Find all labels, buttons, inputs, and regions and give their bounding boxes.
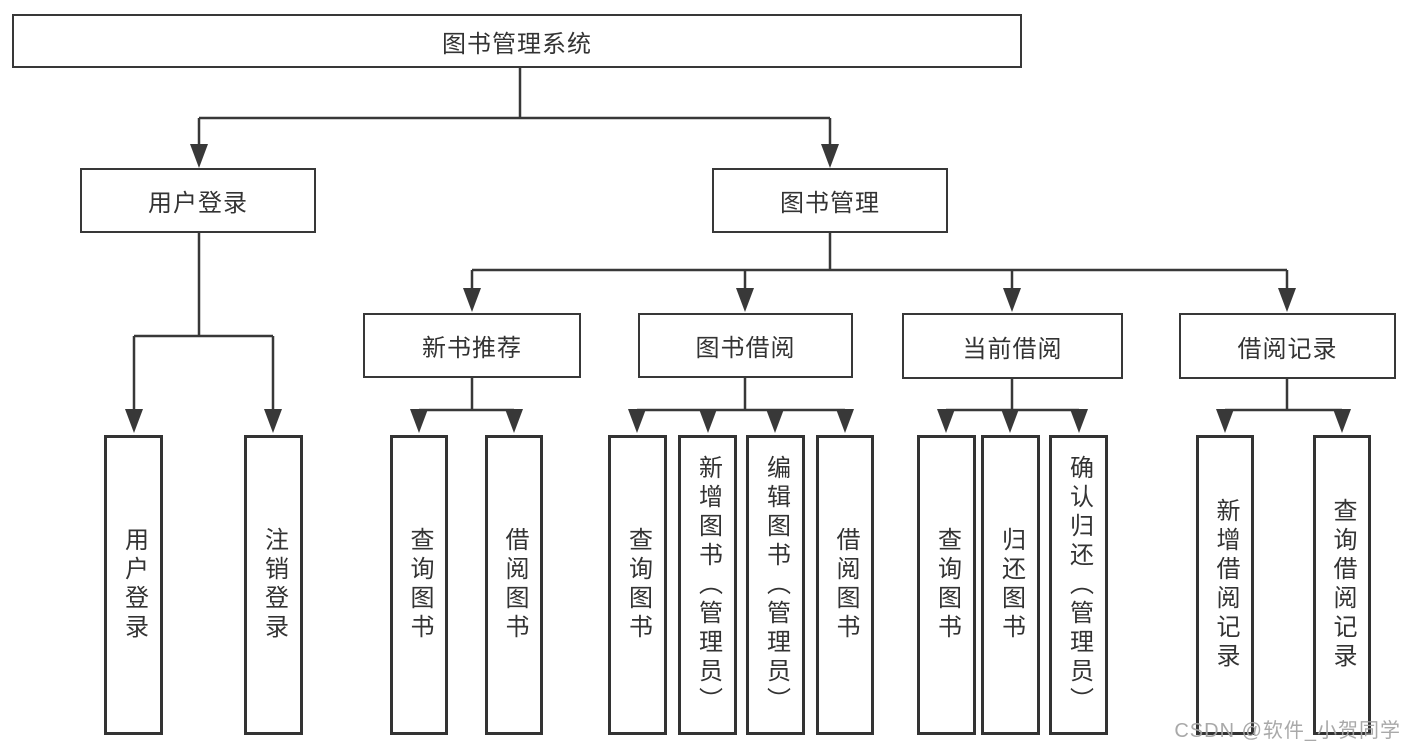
node-root-system: 图书管理系统 bbox=[12, 14, 1022, 68]
node-label: 新增借阅记录 bbox=[1212, 498, 1239, 672]
leaf-return-books: 归还图书 bbox=[981, 435, 1040, 735]
node-label: 查询图书 bbox=[624, 527, 652, 643]
node-label: 确认归还（管理员） bbox=[1065, 454, 1093, 716]
leaf-logout: 注销登录 bbox=[244, 435, 303, 735]
node-label: 图书管理 bbox=[780, 190, 880, 217]
node-label: 编辑图书（管理员） bbox=[762, 454, 790, 716]
leaf-query-books-3: 查询图书 bbox=[917, 435, 976, 735]
node-label: 用户登录 bbox=[120, 527, 148, 643]
leaf-edit-books-admin: 编辑图书（管理员） bbox=[746, 435, 805, 735]
node-label: 借阅图书 bbox=[832, 527, 859, 643]
csdn-watermark: CSDN @软件_小贺同学 bbox=[1174, 720, 1401, 742]
leaf-query-books-2: 查询图书 bbox=[608, 435, 667, 735]
node-label: 新增图书（管理员） bbox=[694, 454, 722, 716]
node-book-management: 图书管理 bbox=[712, 168, 948, 233]
node-label: 图书借阅 bbox=[695, 335, 796, 362]
leaf-add-borrow-record: 新增借阅记录 bbox=[1196, 435, 1254, 735]
leaf-query-borrow-record: 查询借阅记录 bbox=[1313, 435, 1371, 735]
node-new-book-recommend: 新书推荐 bbox=[363, 313, 581, 378]
node-borrowing-records: 借阅记录 bbox=[1179, 313, 1396, 379]
leaf-user-login: 用户登录 bbox=[104, 435, 163, 735]
node-label: 新书推荐 bbox=[422, 335, 522, 362]
node-label: 用户登录 bbox=[148, 190, 248, 217]
node-book-borrowing: 图书借阅 bbox=[638, 313, 853, 378]
node-label: 借阅图书 bbox=[501, 527, 528, 643]
node-label: 查询图书 bbox=[406, 527, 433, 643]
node-label: 查询图书 bbox=[933, 527, 961, 643]
node-user-login-branch: 用户登录 bbox=[80, 168, 316, 233]
leaf-borrow-books-1: 借阅图书 bbox=[485, 435, 543, 735]
leaf-query-books-1: 查询图书 bbox=[390, 435, 448, 735]
leaf-borrow-books-2: 借阅图书 bbox=[816, 435, 874, 735]
node-current-borrowing: 当前借阅 bbox=[902, 313, 1123, 379]
node-label: 注销登录 bbox=[260, 527, 288, 643]
leaf-confirm-return-admin: 确认归还（管理员） bbox=[1049, 435, 1108, 735]
node-label: 当前借阅 bbox=[962, 335, 1063, 363]
node-label: 图书管理系统 bbox=[442, 30, 592, 58]
node-label: 归还图书 bbox=[997, 527, 1025, 643]
node-label: 借阅记录 bbox=[1237, 335, 1338, 363]
leaf-add-books-admin: 新增图书（管理员） bbox=[678, 435, 737, 735]
node-label: 查询借阅记录 bbox=[1329, 498, 1356, 672]
